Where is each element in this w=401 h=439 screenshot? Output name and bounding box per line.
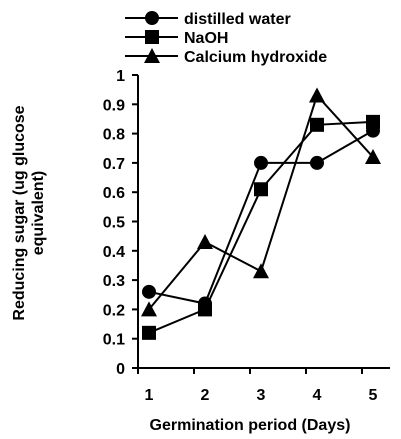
legend-marker-square [145,30,159,44]
y-tick-label: 0.9 [103,97,125,114]
y-tick-label: 0.6 [103,185,125,202]
x-axis-title: Germination period (Days) [150,417,351,434]
x-ticks: 1 2 3 4 5 [137,368,378,404]
data-point-naoh [254,182,268,197]
data-point-calcium-hydroxide [197,234,213,250]
x-tick-label: 4 [313,387,322,404]
data-point-distilled-water [142,284,156,299]
y-tick-label: 0.3 [103,273,125,290]
legend-item-naoh: NaOH [125,30,228,47]
legend-marker-triangle [144,48,160,63]
y-axis-title-line1: Reducing sugar (ug glucose [11,105,28,320]
data-point-calcium-hydroxide [253,263,269,279]
y-tick-label: 0.1 [103,332,125,349]
series-calcium-hydroxide [141,87,381,317]
series-line-naoh [148,120,374,334]
data-point-naoh [310,117,324,132]
y-tick-label: 0.5 [103,215,125,232]
data-point-naoh [366,114,380,129]
data-point-calcium-hydroxide [365,149,381,165]
legend-label: distilled water [184,11,291,28]
y-axis-title-line2: equivalent) [30,171,47,255]
x-tick-label: 2 [201,387,210,404]
series-distilled-water [142,123,380,311]
data-point-distilled-water [254,155,268,170]
y-tick-label: 0.4 [103,244,125,261]
x-tick-label: 3 [257,387,266,404]
y-tick-label: 0.7 [103,156,125,173]
y-tick-label: 0.2 [103,302,125,319]
data-point-naoh [142,325,156,340]
y-tick-label: 0 [116,361,125,378]
y-tick-label: 1 [116,68,125,85]
legend-marker-circle [145,11,159,25]
axes [137,75,390,369]
y-ticks: 0 0.1 0.2 0.3 0.4 0.5 0.6 0.7 0.8 0.9 1 [103,68,138,378]
legend-label: NaOH [184,30,228,47]
data-point-calcium-hydroxide [141,301,157,317]
legend-item-distilled-water: distilled water [125,11,291,28]
data-point-calcium-hydroxide [309,87,325,103]
series-layer [141,87,381,340]
x-tick-label: 5 [369,387,378,404]
legend-label: Calcium hydroxide [184,49,327,66]
series-naoh [142,114,380,340]
data-point-distilled-water [310,155,324,170]
data-point-naoh [198,302,212,317]
x-tick-label: 1 [145,387,154,404]
y-tick-label: 0.8 [103,127,125,144]
legend-item-calcium-hydroxide: Calcium hydroxide [125,48,327,66]
